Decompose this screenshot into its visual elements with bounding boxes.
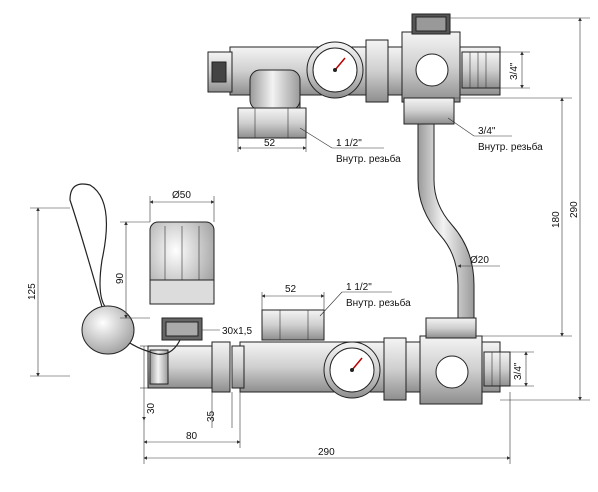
top-union-nut xyxy=(365,39,389,103)
top-inner-thread-size: 1 1/2" xyxy=(336,138,362,149)
dim-35-label: 35 xyxy=(206,410,217,422)
thermo-diameter-label: Ø50 xyxy=(172,190,191,201)
bottom-right-thread-label: 3/4" xyxy=(513,362,524,380)
bottom-union-nut xyxy=(383,337,407,401)
bottom-nut-dim-label: 52 xyxy=(285,284,297,295)
thermo-head xyxy=(69,183,215,355)
valve-union-nut xyxy=(211,341,231,393)
top-nut-dim-label: 52 xyxy=(264,138,276,149)
top-pipe-thread-caption: Внутр. резьба xyxy=(478,141,543,153)
height-180-label: 180 xyxy=(551,211,562,228)
bottom-assembly xyxy=(147,309,511,405)
top-pipe-thread-label: 3/4" xyxy=(478,126,496,137)
top-pipe-nut xyxy=(403,97,455,125)
dim-30-label: 30 xyxy=(146,402,157,414)
bottom-inner-thread-caption: Внутр. резьба xyxy=(346,297,411,309)
capillary-tube xyxy=(69,183,181,355)
pipe-diameter-label: Ø20 xyxy=(470,255,489,266)
dim-80-label: 80 xyxy=(186,431,198,442)
height-290-label: 290 xyxy=(569,201,580,218)
top-right-thread-label: 3/4" xyxy=(509,62,520,80)
capillary-length-label: 125 xyxy=(27,283,38,300)
thermo-height-label: 90 xyxy=(115,272,126,284)
thermo-thread-label: 30x1,5 xyxy=(222,326,252,337)
top-assembly xyxy=(207,13,501,139)
labels: 3/4" 52 1 1/2" Внутр. резьба 3/4" Внутр.… xyxy=(27,62,580,458)
bottom-pipe-nut xyxy=(425,317,477,339)
bottom-right-thread xyxy=(483,351,511,387)
bottom-nut-52 xyxy=(261,309,325,341)
connecting-pipe xyxy=(417,123,475,321)
top-nut-52 xyxy=(237,107,307,139)
bottom-inner-thread-size: 1 1/2" xyxy=(346,282,372,293)
top-right-thread xyxy=(461,51,501,89)
dimensions xyxy=(30,17,590,464)
top-inner-thread-caption: Внутр. резьба xyxy=(336,153,401,165)
dim-290-label: 290 xyxy=(318,447,335,458)
